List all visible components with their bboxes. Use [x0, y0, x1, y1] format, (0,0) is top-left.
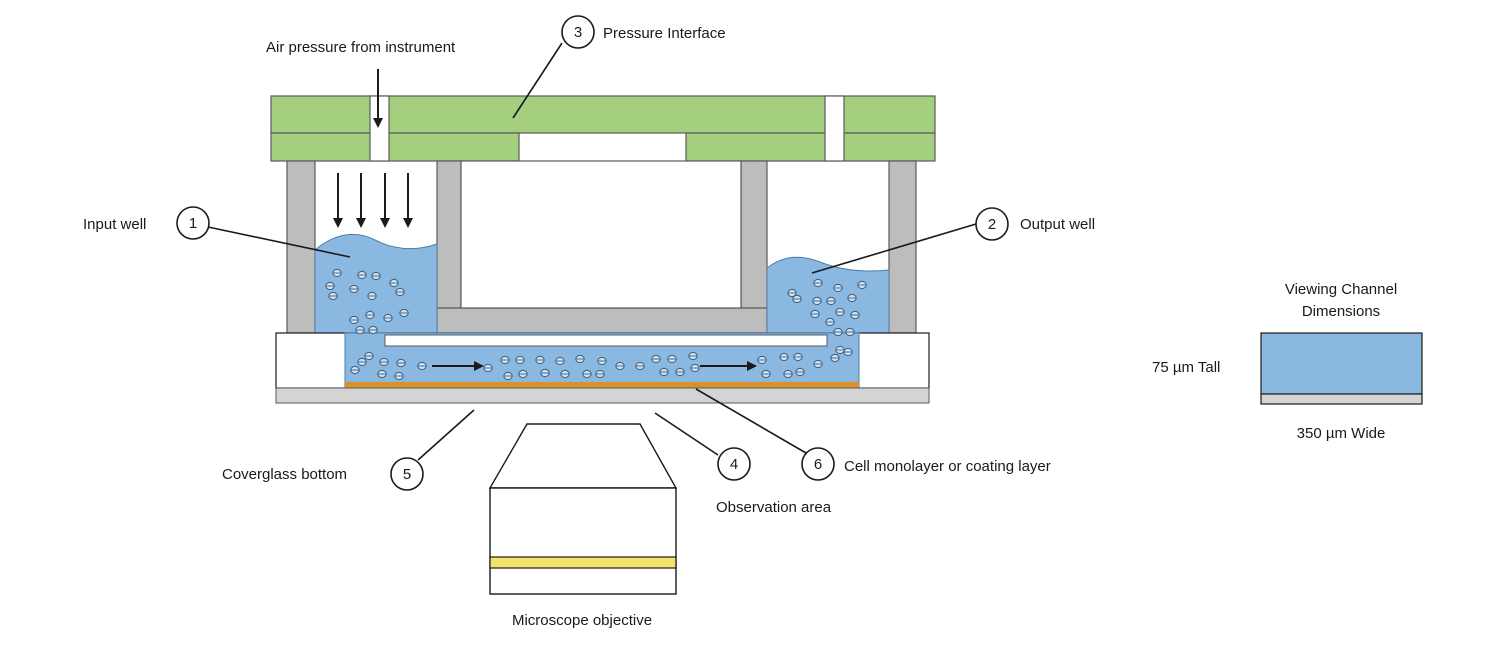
input-well-label: Input well — [83, 216, 146, 233]
microscope-objective — [488, 423, 678, 595]
callout-4: 4 — [717, 447, 751, 481]
well-walls — [286, 160, 917, 334]
callout-4-number: 4 — [730, 456, 738, 473]
callout-6: 6 — [801, 447, 835, 481]
callout-3: 3 — [561, 15, 595, 49]
leader-2 — [811, 223, 977, 274]
observation-area-label: Observation area — [716, 499, 832, 516]
cell-monolayer-label: Cell monolayer or coating layer — [844, 458, 1051, 475]
callout-5: 5 — [390, 457, 424, 491]
dimension-width-label: 350 µm Wide — [1297, 425, 1386, 442]
leader-3 — [512, 42, 563, 119]
microscope-objective-label: Microscope objective — [512, 612, 652, 629]
leader-6 — [695, 388, 807, 454]
leader-5 — [417, 409, 475, 461]
dimensions-title-line1: Viewing Channel — [1285, 281, 1397, 298]
channel-cross-section-glass — [1260, 393, 1423, 405]
channel-cross-section — [1260, 332, 1423, 395]
input-well-liquid — [314, 233, 438, 334]
cell-monolayer-strip — [345, 382, 859, 388]
leader-4 — [654, 412, 719, 456]
air-pressure-label: Air pressure from instrument — [266, 39, 456, 56]
callout-3-number: 3 — [574, 24, 582, 41]
output-well-label: Output well — [1020, 216, 1095, 233]
dimensions-title-line2: Dimensions — [1302, 303, 1380, 320]
coverglass — [275, 387, 930, 404]
callout-6-number: 6 — [814, 456, 822, 473]
leader-1 — [207, 226, 351, 258]
callout-5-number: 5 — [403, 466, 411, 483]
callout-1-number: 1 — [189, 215, 197, 232]
viewing-channel-dimensions: Viewing Channel Dimensions 75 µm Tall 35… — [1152, 281, 1423, 442]
callout-1: 1 — [176, 206, 210, 240]
callout-2-number: 2 — [988, 216, 996, 233]
pressure-interface-plate — [270, 95, 936, 162]
pressure-interface-label: Pressure Interface — [603, 25, 726, 42]
channel-base — [275, 332, 930, 404]
dimension-height-label: 75 µm Tall — [1152, 359, 1220, 376]
callout-2: 2 — [975, 207, 1009, 241]
pressure-arrows — [333, 173, 413, 228]
coverglass-bottom-label: Coverglass bottom — [222, 466, 347, 483]
